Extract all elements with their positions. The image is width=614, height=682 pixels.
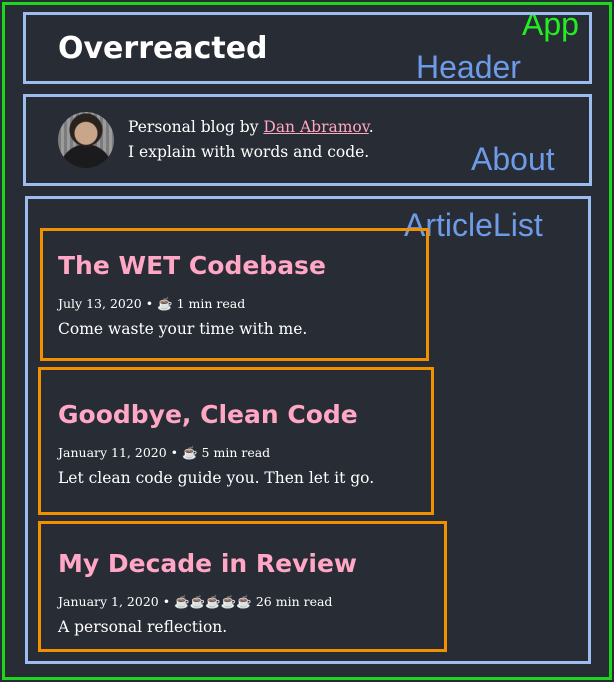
bio-suffix: . xyxy=(368,118,374,136)
article-boundary xyxy=(38,521,447,652)
about-label: About xyxy=(471,141,555,177)
bio-prefix: Personal blog by xyxy=(128,118,264,136)
article-list-boundary xyxy=(25,196,591,664)
article-boundary xyxy=(38,367,434,515)
avatar xyxy=(58,112,114,168)
article-meta: January 1, 2020 • ☕️☕️☕️☕️☕️ 26 min read xyxy=(58,594,333,609)
article-meta: July 13, 2020 • ☕️ 1 min read xyxy=(58,296,246,311)
bio: Personal blog by Dan Abramov. I explain … xyxy=(128,115,374,165)
bio-tagline: I explain with words and code. xyxy=(128,143,370,161)
article-title[interactable]: The WET Codebase xyxy=(58,251,326,280)
site-title[interactable]: Overreacted xyxy=(58,31,268,66)
author-link[interactable]: Dan Abramov xyxy=(263,118,369,136)
article-meta: January 11, 2020 • ☕️ 5 min read xyxy=(58,445,271,460)
article-excerpt: Come waste your time with me. xyxy=(58,320,308,338)
header-label: Header xyxy=(416,49,521,85)
about-boundary xyxy=(23,94,592,186)
article-excerpt: A personal reflection. xyxy=(58,618,228,636)
header-boundary xyxy=(23,12,592,84)
article-title[interactable]: Goodbye, Clean Code xyxy=(58,400,358,429)
article-boundary xyxy=(40,228,429,361)
article-excerpt: Let clean code guide you. Then let it go… xyxy=(58,469,375,487)
article-title[interactable]: My Decade in Review xyxy=(58,549,358,578)
